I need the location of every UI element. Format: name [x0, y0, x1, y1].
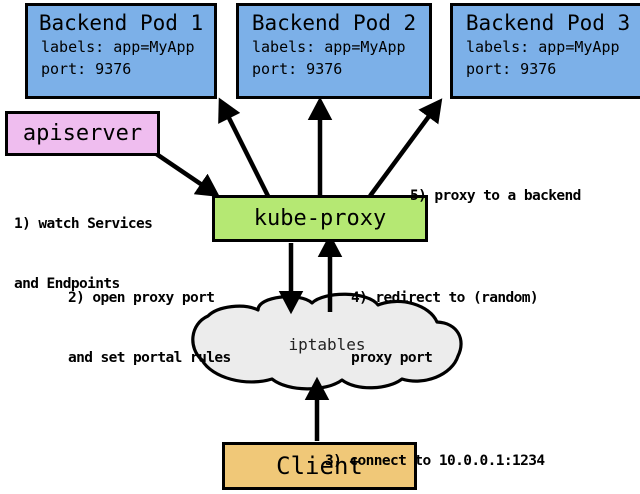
- iptables-cloud: [191, 292, 463, 391]
- step-4-line-2: proxy port: [351, 350, 433, 366]
- step-1-label: 1) watch Services and Endpoints: [14, 174, 153, 314]
- backend-pod-2-port: port: 9376: [252, 60, 343, 78]
- backend-pod-3-box: Backend Pod 3 labels: app=MyApp port: 93…: [450, 3, 640, 99]
- backend-pod-1-labels: labels: app=MyApp: [41, 38, 195, 56]
- step-5-line-1: 5) proxy to a backend: [410, 188, 581, 204]
- backend-pod-3-title: Backend Pod 3: [465, 11, 631, 35]
- arrow-apiserver-to-kubeproxy: [150, 149, 220, 198]
- step-2-label: 2) open proxy port and set portal rules: [68, 248, 231, 388]
- apiserver-box: apiserver: [5, 111, 160, 156]
- backend-pod-1-title: Backend Pod 1: [38, 11, 204, 35]
- client-box: Client: [222, 442, 417, 490]
- backend-pod-1-port: port: 9376: [41, 60, 132, 78]
- step-1-line-1: 1) watch Services: [14, 216, 153, 232]
- step-4-label: 4) redirect to (random) proxy port: [351, 248, 539, 388]
- step-4-line-1: 4) redirect to (random): [351, 290, 539, 306]
- step-2-line-1: 2) open proxy port: [68, 290, 215, 306]
- backend-pod-2-title: Backend Pod 2: [251, 11, 417, 35]
- arrow-kubeproxy-to-pod3: [368, 98, 443, 198]
- kube-proxy-label: kube-proxy: [253, 206, 387, 231]
- kube-proxy-box: kube-proxy: [212, 195, 428, 242]
- apiserver-label: apiserver: [22, 121, 143, 146]
- arrow-kubeproxy-to-pod1: [218, 97, 271, 198]
- step-3-label: 3) connect to 10.0.0.1:1234: [325, 411, 545, 491]
- backend-pod-1-box: Backend Pod 1 labels: app=MyApp port: 93…: [25, 3, 217, 99]
- backend-pod-2-box: Backend Pod 2 labels: app=MyApp port: 93…: [236, 3, 432, 99]
- step-3-line-1: 3) connect to 10.0.0.1:1234: [325, 453, 545, 469]
- backend-pod-3-labels: labels: app=MyApp: [466, 38, 620, 56]
- backend-pod-2-labels: labels: app=MyApp: [252, 38, 406, 56]
- iptables-label: iptables: [288, 335, 366, 354]
- step-2-line-2: and set portal rules: [68, 350, 231, 366]
- client-label: Client: [276, 452, 363, 480]
- backend-pod-3-port: port: 9376: [466, 60, 557, 78]
- step-1-line-2: and Endpoints: [14, 276, 120, 292]
- step-5-label: 5) proxy to a backend: [410, 146, 581, 226]
